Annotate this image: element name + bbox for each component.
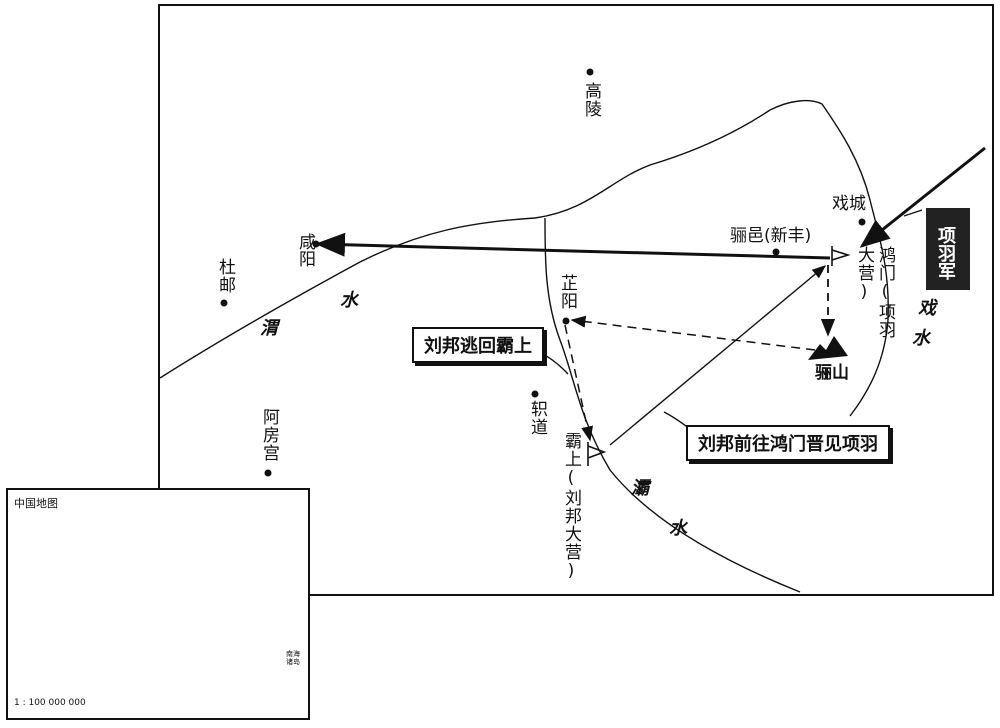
hongmen-flag: [831, 246, 851, 266]
zhiyang-bashang-dash: [564, 324, 593, 442]
afanggong-label: 阿房宫: [259, 408, 279, 462]
duyou-label: 杜邮: [215, 258, 235, 294]
zhidao-dot: [531, 390, 539, 398]
wei-river: [159, 99, 823, 379]
ba-river: [544, 217, 801, 593]
xiangyu-army-label: 项羽军: [935, 226, 956, 280]
liyi-dot: [772, 248, 780, 256]
army-leader: [903, 209, 923, 217]
ba-river-label-1: 灞: [631, 478, 649, 499]
xiangyu-army-box: [926, 208, 970, 290]
lishan-label: 骊山: [815, 363, 849, 383]
visit-callout: 刘邦前往鸿门晋见项羽: [686, 425, 890, 461]
xianyang-label: 咸阳: [295, 233, 315, 267]
xicheng-label: 戏城: [832, 194, 866, 214]
gaoling-dot: [586, 68, 594, 76]
xi-river-label-1: 戏: [918, 298, 936, 319]
xiangyu-army-arrow: [859, 146, 986, 248]
inset-scale: 1 : 100 000 000: [14, 698, 86, 708]
hongmen-label: 鸿门(项羽大营): [854, 246, 895, 339]
wei-river-label-1: 渭: [260, 318, 278, 339]
duyou-dot: [220, 299, 228, 307]
xi-river-label-2: 水: [912, 328, 930, 349]
visit-route: [609, 265, 827, 446]
zhidao-label: 轵道: [527, 400, 547, 436]
gaoling-label: 高陵: [581, 82, 601, 118]
xianyang-route: [315, 232, 831, 260]
afanggong-dot: [264, 469, 272, 477]
wei-river-label-2: 水: [340, 290, 358, 311]
lishan-zhiyang-dash: [570, 315, 816, 351]
escape-callout: 刘邦逃回霸上: [412, 327, 544, 363]
xicheng-dot: [858, 218, 866, 226]
inset-map: [6, 488, 310, 720]
bashang-flag: [587, 442, 607, 466]
zhiyang-label: 芷阳: [557, 274, 577, 310]
south-sea-label: 南海诸岛: [286, 650, 300, 666]
zhiyang-dot: [562, 317, 570, 325]
liyi-label: 骊邑(新丰): [730, 226, 812, 246]
xianyang-dot: [312, 240, 320, 248]
ba-river-label-2: 水: [669, 518, 687, 539]
bashang-label: 霸上(刘邦大营): [561, 432, 581, 582]
lishan-mountain: [808, 336, 848, 360]
xi-river: [821, 103, 889, 417]
inset-title: 中国地图: [14, 497, 58, 510]
